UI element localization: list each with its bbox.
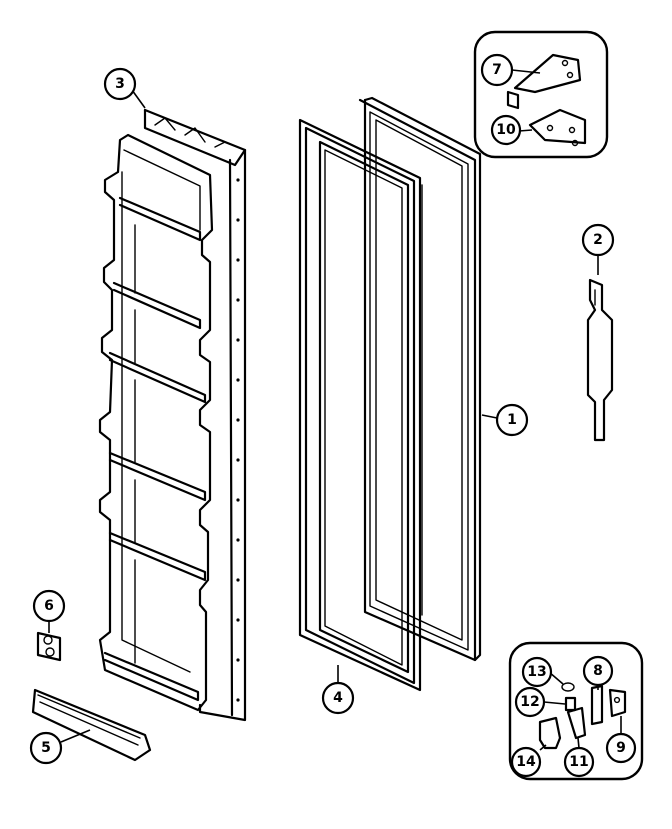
svg-text:2: 2 xyxy=(593,232,603,248)
callout-6: 6 xyxy=(32,589,66,623)
callout-14: 14 xyxy=(510,746,542,778)
part-bracket-6 xyxy=(36,631,62,662)
svg-text:14: 14 xyxy=(516,754,536,770)
callout-11: 11 xyxy=(563,746,595,778)
callout-1: 1 xyxy=(495,403,529,437)
svg-text:3: 3 xyxy=(115,76,125,92)
part-hinge-strip xyxy=(586,278,614,442)
callout-10: 10 xyxy=(490,114,522,146)
svg-text:11: 11 xyxy=(569,754,588,770)
svg-text:9: 9 xyxy=(616,740,626,756)
callout-2: 2 xyxy=(581,223,615,257)
part-door-liner xyxy=(98,108,247,722)
svg-text:8: 8 xyxy=(593,663,603,679)
svg-text:10: 10 xyxy=(496,122,516,138)
svg-text:6: 6 xyxy=(44,598,54,614)
callout-5: 5 xyxy=(29,731,63,765)
callout-13: 13 xyxy=(521,656,553,688)
leader-lines xyxy=(48,69,622,751)
liner-rivets xyxy=(236,178,240,702)
callout-12: 12 xyxy=(514,686,546,718)
part-door-panel xyxy=(358,96,482,662)
svg-text:13: 13 xyxy=(527,664,546,680)
callout-4: 4 xyxy=(321,681,355,715)
part-gasket xyxy=(298,118,422,692)
callout-9: 9 xyxy=(605,732,637,764)
part-bottom-rail xyxy=(31,688,152,762)
svg-text:4: 4 xyxy=(333,690,343,706)
callout-3: 3 xyxy=(103,67,137,101)
svg-text:1: 1 xyxy=(507,412,517,428)
svg-text:7: 7 xyxy=(492,62,502,78)
callout-8: 8 xyxy=(582,655,614,687)
svg-text:5: 5 xyxy=(41,740,51,756)
svg-text:12: 12 xyxy=(520,694,539,710)
callout-7: 7 xyxy=(480,53,514,87)
